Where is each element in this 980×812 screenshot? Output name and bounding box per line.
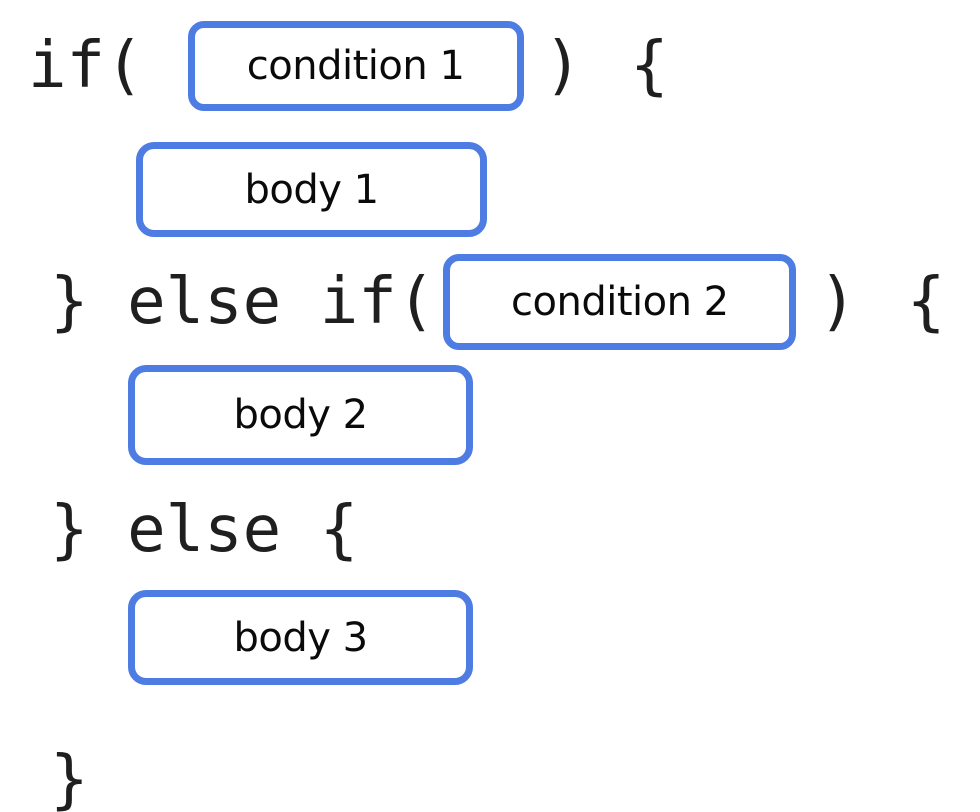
- body-2-slot: body 2: [128, 365, 473, 465]
- code-else-open: } else {: [50, 493, 359, 567]
- code-close-paren-1: ): [543, 29, 583, 103]
- code-else-if-open: } else if(: [50, 264, 436, 339]
- condition-1-label: condition 1: [246, 43, 465, 89]
- code-line-final-brace: }: [50, 745, 89, 812]
- condition-2-label: condition 2: [511, 278, 729, 325]
- code-final-close-brace: }: [50, 743, 89, 812]
- body-2-label: body 2: [233, 392, 368, 438]
- code-line-if: if( condition 1 ) {: [28, 20, 669, 112]
- code-close-paren-2: ): [818, 264, 857, 339]
- condition-2-slot: condition 2: [443, 253, 797, 350]
- body-1-label: body 1: [244, 166, 379, 213]
- condition-1-slot: condition 1: [187, 21, 524, 111]
- code-open-brace-2: {: [906, 264, 946, 339]
- code-if-open: if(: [28, 29, 144, 103]
- body-1-slot: body 1: [136, 142, 487, 237]
- code-line-else: } else {: [50, 495, 358, 565]
- code-line-else-if: } else if( condition 2 ) {: [50, 253, 945, 350]
- code-open-brace-1: {: [630, 29, 669, 103]
- body-3-slot: body 3: [128, 590, 473, 685]
- body-3-label: body 3: [233, 614, 368, 661]
